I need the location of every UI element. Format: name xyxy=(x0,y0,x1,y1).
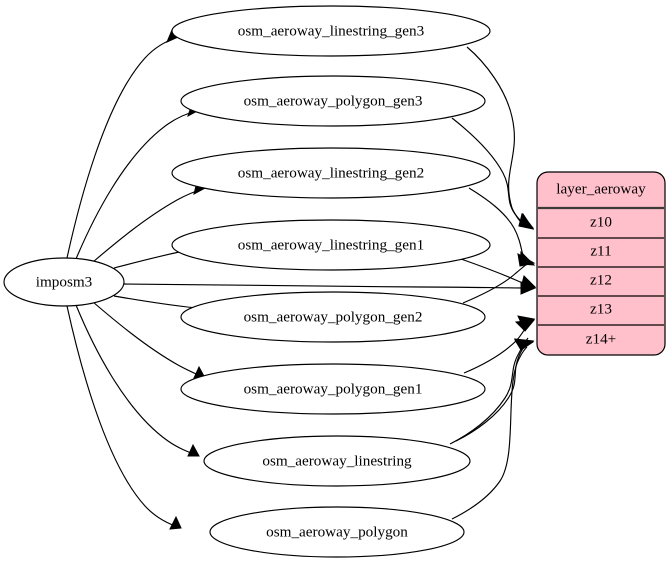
edge-imposm3-to-z12 xyxy=(123,281,537,295)
edge-imposm3-to-osm_aeroway_linestring_gen3 xyxy=(66,29,179,259)
node-osm_aeroway_linestring[interactable]: osm_aeroway_linestring xyxy=(203,435,471,487)
edge-imposm3-to-osm_aeroway_linestring xyxy=(75,304,200,457)
edge-osm_aeroway_linestring_gen3-to-z10 xyxy=(466,46,535,229)
edge-osm_aeroway_polygon-to-z14 xyxy=(451,339,535,520)
edge-osm_aeroway_polygon_gen2-to-z11 xyxy=(462,253,536,304)
node-osm_aeroway_polygon_gen3[interactable]: osm_aeroway_polygon_gen3 xyxy=(180,75,486,127)
node-layer_aeroway-table[interactable]: layer_aeroway z10 z11 z12 z13 z14+ xyxy=(536,171,666,356)
edge-imposm3-to-osm_aeroway_polygon xyxy=(66,305,182,530)
node-osm_aeroway_linestring_gen2[interactable]: osm_aeroway_linestring_gen2 xyxy=(171,147,491,199)
node-osm_aeroway_polygon_gen2[interactable]: osm_aeroway_polygon_gen2 xyxy=(180,291,486,343)
node-imposm3[interactable]: imposm3 xyxy=(3,257,125,307)
node-osm_aeroway_polygon_gen1[interactable]: osm_aeroway_polygon_gen1 xyxy=(180,363,486,415)
edge-group-tables-to-layer xyxy=(123,46,537,520)
node-osm_aeroway_linestring_gen3[interactable]: osm_aeroway_linestring_gen3 xyxy=(171,5,491,57)
node-osm_aeroway_linestring_gen1[interactable]: osm_aeroway_linestring_gen1 xyxy=(171,219,491,271)
node-osm_aeroway_polygon[interactable]: osm_aeroway_polygon xyxy=(209,506,465,558)
edge-osm_aeroway_polygon_gen3-to-z10 xyxy=(451,117,535,230)
